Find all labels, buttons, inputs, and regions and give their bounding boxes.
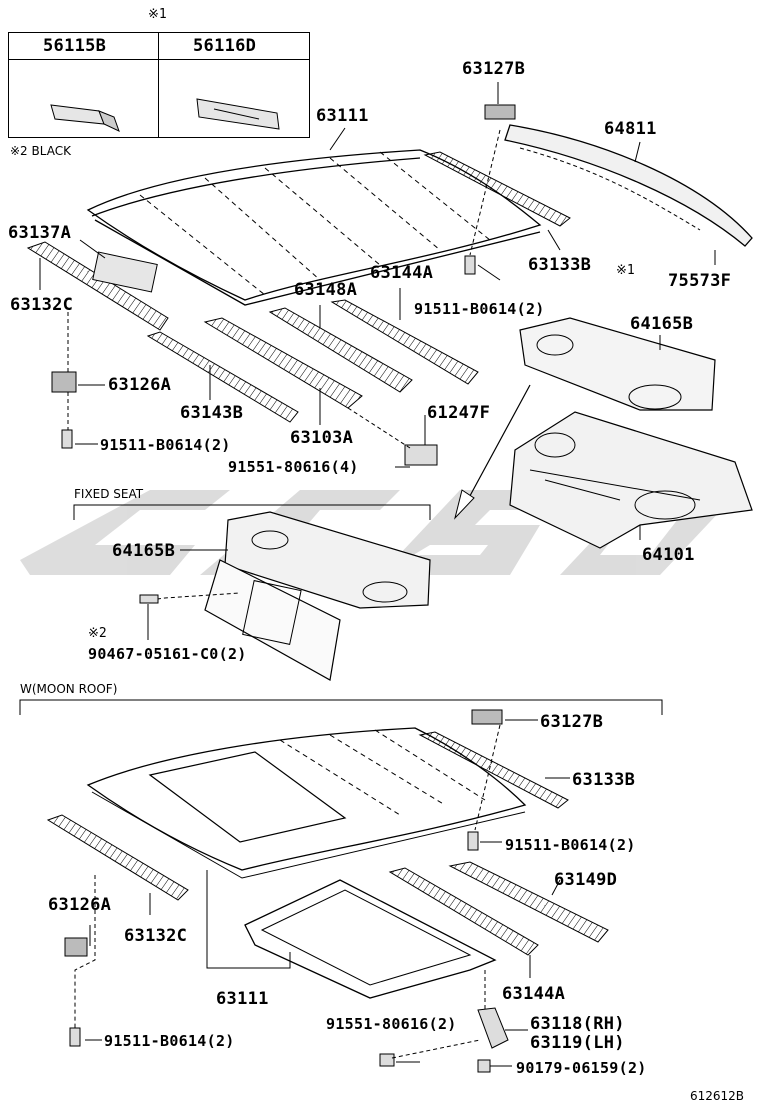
label-64811: 64811 (604, 119, 657, 139)
label-mr-63126a: 63126A (48, 895, 112, 915)
mark-1: ※1 (616, 263, 635, 278)
label-mr-63119: 63119(LH) (530, 1033, 625, 1053)
label-63103a: 63103A (290, 428, 354, 448)
sunroof-opening (148, 751, 347, 843)
moon-roof-title: W(MOON ROOF) (20, 682, 118, 696)
label-mr-91511: 91511-B0614(2) (505, 836, 636, 854)
moonroof-bow-63149d (448, 861, 609, 943)
bow-63143b (146, 331, 299, 423)
label-63137a: 63137A (8, 223, 72, 243)
bow-63103a (203, 317, 363, 409)
label-63133b: 63133B (528, 255, 592, 275)
bow-63148a (268, 307, 413, 393)
label-91511-top: 91511-B0614(2) (414, 300, 545, 318)
label-91511-left: 91511-B0614(2) (100, 436, 231, 454)
moonroof-bow-63132c (46, 814, 189, 901)
label-mr-63111: 63111 (216, 989, 269, 1009)
fixed-seatback (204, 559, 341, 681)
label-63148a: 63148A (294, 280, 358, 300)
label-mr-91511-left: 91511-B0614(2) (104, 1032, 235, 1050)
legend-part-icons (50, 98, 280, 132)
moonroof-rail-63133b (418, 731, 569, 809)
moonroof-bow-63144a (388, 867, 539, 956)
label-63132c: 63132C (10, 295, 74, 315)
weatherstrip-64811 (504, 124, 753, 247)
label-91551-top: 91551-80616(4) (228, 458, 359, 476)
legend-col2: 56116D (193, 36, 257, 56)
label-63111: 63111 (316, 106, 369, 126)
mark-2: ※2 (88, 626, 107, 641)
label-mr-63144a: 63144A (502, 984, 566, 1004)
bow-63132c (26, 241, 169, 331)
roof-panel-shape (86, 149, 542, 306)
label-61247f: 61247F (427, 403, 491, 423)
label-mr-90179: 90179-06159(2) (516, 1059, 647, 1077)
label-64101: 64101 (642, 545, 695, 565)
figure-id: 612612B (690, 1089, 745, 1103)
label-75573f: 75573F (668, 271, 732, 291)
label-mr-63118: 63118(RH) (530, 1014, 625, 1034)
label-mr-63133b: 63133B (572, 770, 636, 790)
panel-64101 (509, 411, 753, 549)
label-fixed-64165b: 64165B (112, 541, 176, 561)
legend-note: ※2 BLACK (10, 144, 71, 158)
tray-64165b (519, 317, 716, 411)
label-63144a: 63144A (370, 263, 434, 283)
legend-col1: 56115B (43, 36, 107, 56)
bracket-63137a (92, 251, 158, 293)
label-63143b: 63143B (180, 403, 244, 423)
label-mr-91551: 91551-80616(2) (326, 1015, 457, 1033)
moonroof-frame (244, 879, 497, 999)
label-mr-63132c: 63132C (124, 926, 188, 946)
leader-lines-top (39, 82, 716, 540)
label-63126a: 63126A (108, 375, 172, 395)
leader-lines-bottom (85, 719, 570, 1067)
label-64165b: 64165B (630, 314, 694, 334)
fixed-seat-title: FIXED SEAT (74, 487, 144, 501)
moonroof-panel (86, 727, 527, 871)
label-90467: 90467-05161-C0(2) (88, 645, 247, 663)
rail-63133b (423, 151, 571, 227)
clip-63127b (484, 104, 516, 120)
corner-mark: ※1 (148, 7, 167, 22)
legend-box: 56115B 56116D (8, 32, 310, 138)
label-mr-63149d: 63149D (554, 870, 618, 890)
label-63127b: 63127B (462, 59, 526, 79)
label-mr-63127b: 63127B (540, 712, 604, 732)
bow-63144a (330, 299, 479, 385)
